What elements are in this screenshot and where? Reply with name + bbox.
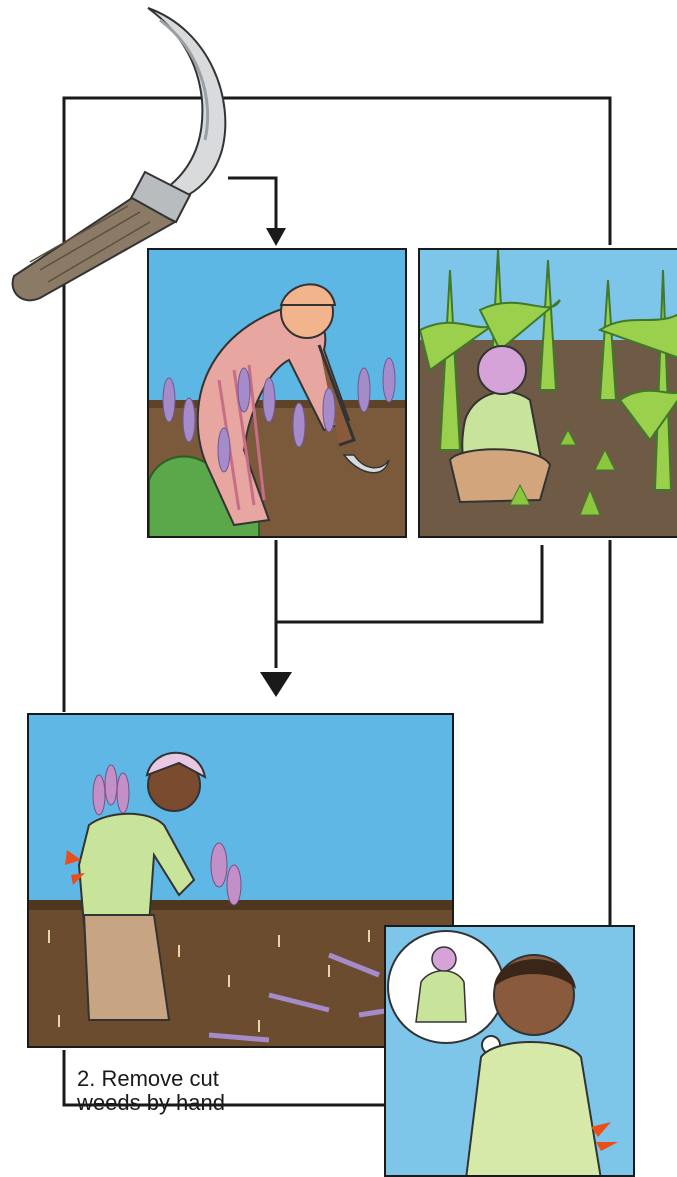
arrow-down-icon (266, 228, 286, 246)
arrow-down-icon (260, 672, 292, 697)
illustration-maize-woman (420, 250, 677, 538)
caption-line-2: weeds by hand (77, 1091, 225, 1115)
step-caption: 2. Remove cut weeds by hand (77, 1067, 225, 1115)
caption-line-1: 2. Remove cut (77, 1067, 225, 1091)
panel-maize-field (418, 248, 677, 538)
panel-cutting-weeds (147, 248, 407, 538)
illustration-woman-sickle (149, 250, 407, 538)
illustration-thinking-woman (386, 927, 635, 1177)
panel-thinking-woman (384, 925, 635, 1177)
